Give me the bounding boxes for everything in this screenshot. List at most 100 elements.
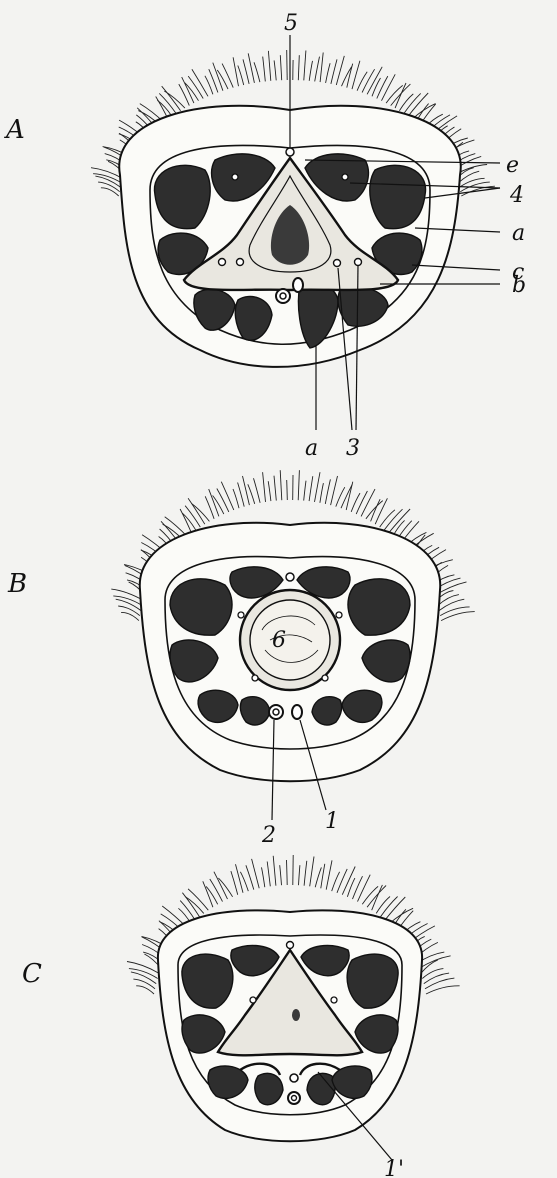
hair-stroke (419, 956, 451, 969)
hair-stroke (347, 64, 353, 88)
panel-b-label: B (7, 569, 27, 599)
hair-stroke (362, 69, 375, 92)
hair-stroke (205, 76, 213, 95)
hair-stroke (331, 59, 337, 84)
hair-stroke (280, 865, 282, 885)
hair-stroke (233, 489, 239, 508)
hair-stroke (439, 599, 464, 610)
hair-stroke (243, 59, 249, 84)
label-1-prime: 1' (384, 1157, 404, 1178)
hair-stroke (287, 50, 288, 80)
hair-stroke (304, 481, 306, 501)
hair-stroke (320, 53, 323, 83)
hair-stroke (380, 510, 395, 527)
hair-stroke (233, 57, 238, 86)
hair-stroke (358, 875, 371, 902)
label-b: b (512, 273, 526, 298)
hair-stroke (325, 479, 330, 504)
hair-stroke (362, 886, 378, 904)
hair-stroke (221, 482, 234, 510)
hair-stroke (304, 51, 306, 81)
hair-stroke (356, 491, 367, 514)
hair-stroke (231, 871, 238, 895)
hair-stroke (263, 472, 266, 502)
hair-stroke (422, 969, 443, 979)
hair-stroke (298, 55, 299, 80)
hair-stroke (236, 864, 244, 893)
hair-stroke (268, 481, 271, 501)
hair-stroke (304, 861, 307, 886)
hair-stroke (93, 174, 122, 184)
hair-stroke (217, 489, 229, 512)
hair-stroke (326, 63, 331, 83)
hair-stroke (371, 499, 381, 521)
hair-stroke (361, 489, 375, 516)
hair-stroke (381, 897, 398, 917)
hair-stroke (243, 476, 250, 505)
hair-stroke (203, 881, 213, 907)
hair-stroke (326, 860, 332, 889)
hair-stroke (310, 857, 314, 887)
hair-stroke (309, 61, 312, 81)
hair-stroke (352, 61, 360, 89)
panel-b-intervertebral-disc (250, 600, 330, 680)
hair-stroke (267, 862, 270, 887)
label-a-bottom: a (305, 436, 318, 461)
hair-stroke (238, 483, 245, 507)
panel-c-vertebral-canal (292, 1009, 300, 1021)
panel-a-vessel-5 (286, 148, 294, 156)
hair-stroke (252, 859, 260, 888)
hair-stroke (315, 867, 321, 887)
label-a-right: a (512, 221, 525, 246)
hair-stroke (440, 607, 469, 616)
hair-stroke (421, 960, 438, 974)
panel-a-label: A (4, 115, 25, 145)
hair-stroke (426, 986, 460, 994)
label-5: 5 (284, 11, 298, 36)
hair-stroke (280, 55, 281, 80)
hair-stroke (336, 56, 344, 85)
hair-stroke (136, 986, 154, 994)
hair-stroke (214, 872, 228, 899)
hair-stroke (385, 897, 406, 920)
hair-stroke (121, 612, 139, 620)
panel-a: A (4, 11, 526, 461)
hair-stroke (315, 472, 321, 502)
hair-stroke (238, 66, 244, 86)
label-6: 6 (272, 628, 286, 653)
panel-b: B 6 2 (7, 470, 475, 848)
hair-stroke (98, 182, 120, 192)
hair-stroke (331, 476, 338, 505)
panel-c-dorsal-vessel (287, 942, 294, 949)
hair-stroke (192, 504, 210, 522)
hair-stroke (309, 476, 313, 501)
hair-stroke (320, 483, 324, 503)
hair-stroke (185, 897, 204, 914)
hair-stroke (254, 62, 260, 82)
panel-b-dorsal-vessel (286, 573, 294, 581)
label-e: e (506, 153, 519, 178)
hair-stroke (366, 501, 383, 519)
hair-stroke (341, 484, 352, 508)
hair-stroke (377, 76, 388, 98)
hair-stroke (298, 470, 299, 500)
label-4: 4 (509, 183, 524, 208)
hair-stroke (180, 901, 195, 921)
hair-stroke (357, 72, 367, 91)
panel-c: C 1' (22, 855, 460, 1178)
hair-stroke (337, 869, 347, 893)
hair-stroke (246, 865, 254, 889)
hair-stroke (382, 74, 396, 100)
hair-stroke (192, 69, 208, 96)
label-1: 1 (325, 809, 339, 834)
hair-stroke (315, 57, 320, 82)
hair-stroke (287, 860, 288, 885)
hair-stroke (274, 476, 276, 501)
label-2: 2 (261, 823, 276, 848)
hair-stroke (399, 94, 413, 111)
hair-stroke (274, 60, 276, 80)
hair-stroke (376, 897, 390, 914)
hair-stroke (268, 51, 270, 81)
hair-stroke (346, 482, 353, 510)
label-3: 3 (346, 436, 360, 461)
